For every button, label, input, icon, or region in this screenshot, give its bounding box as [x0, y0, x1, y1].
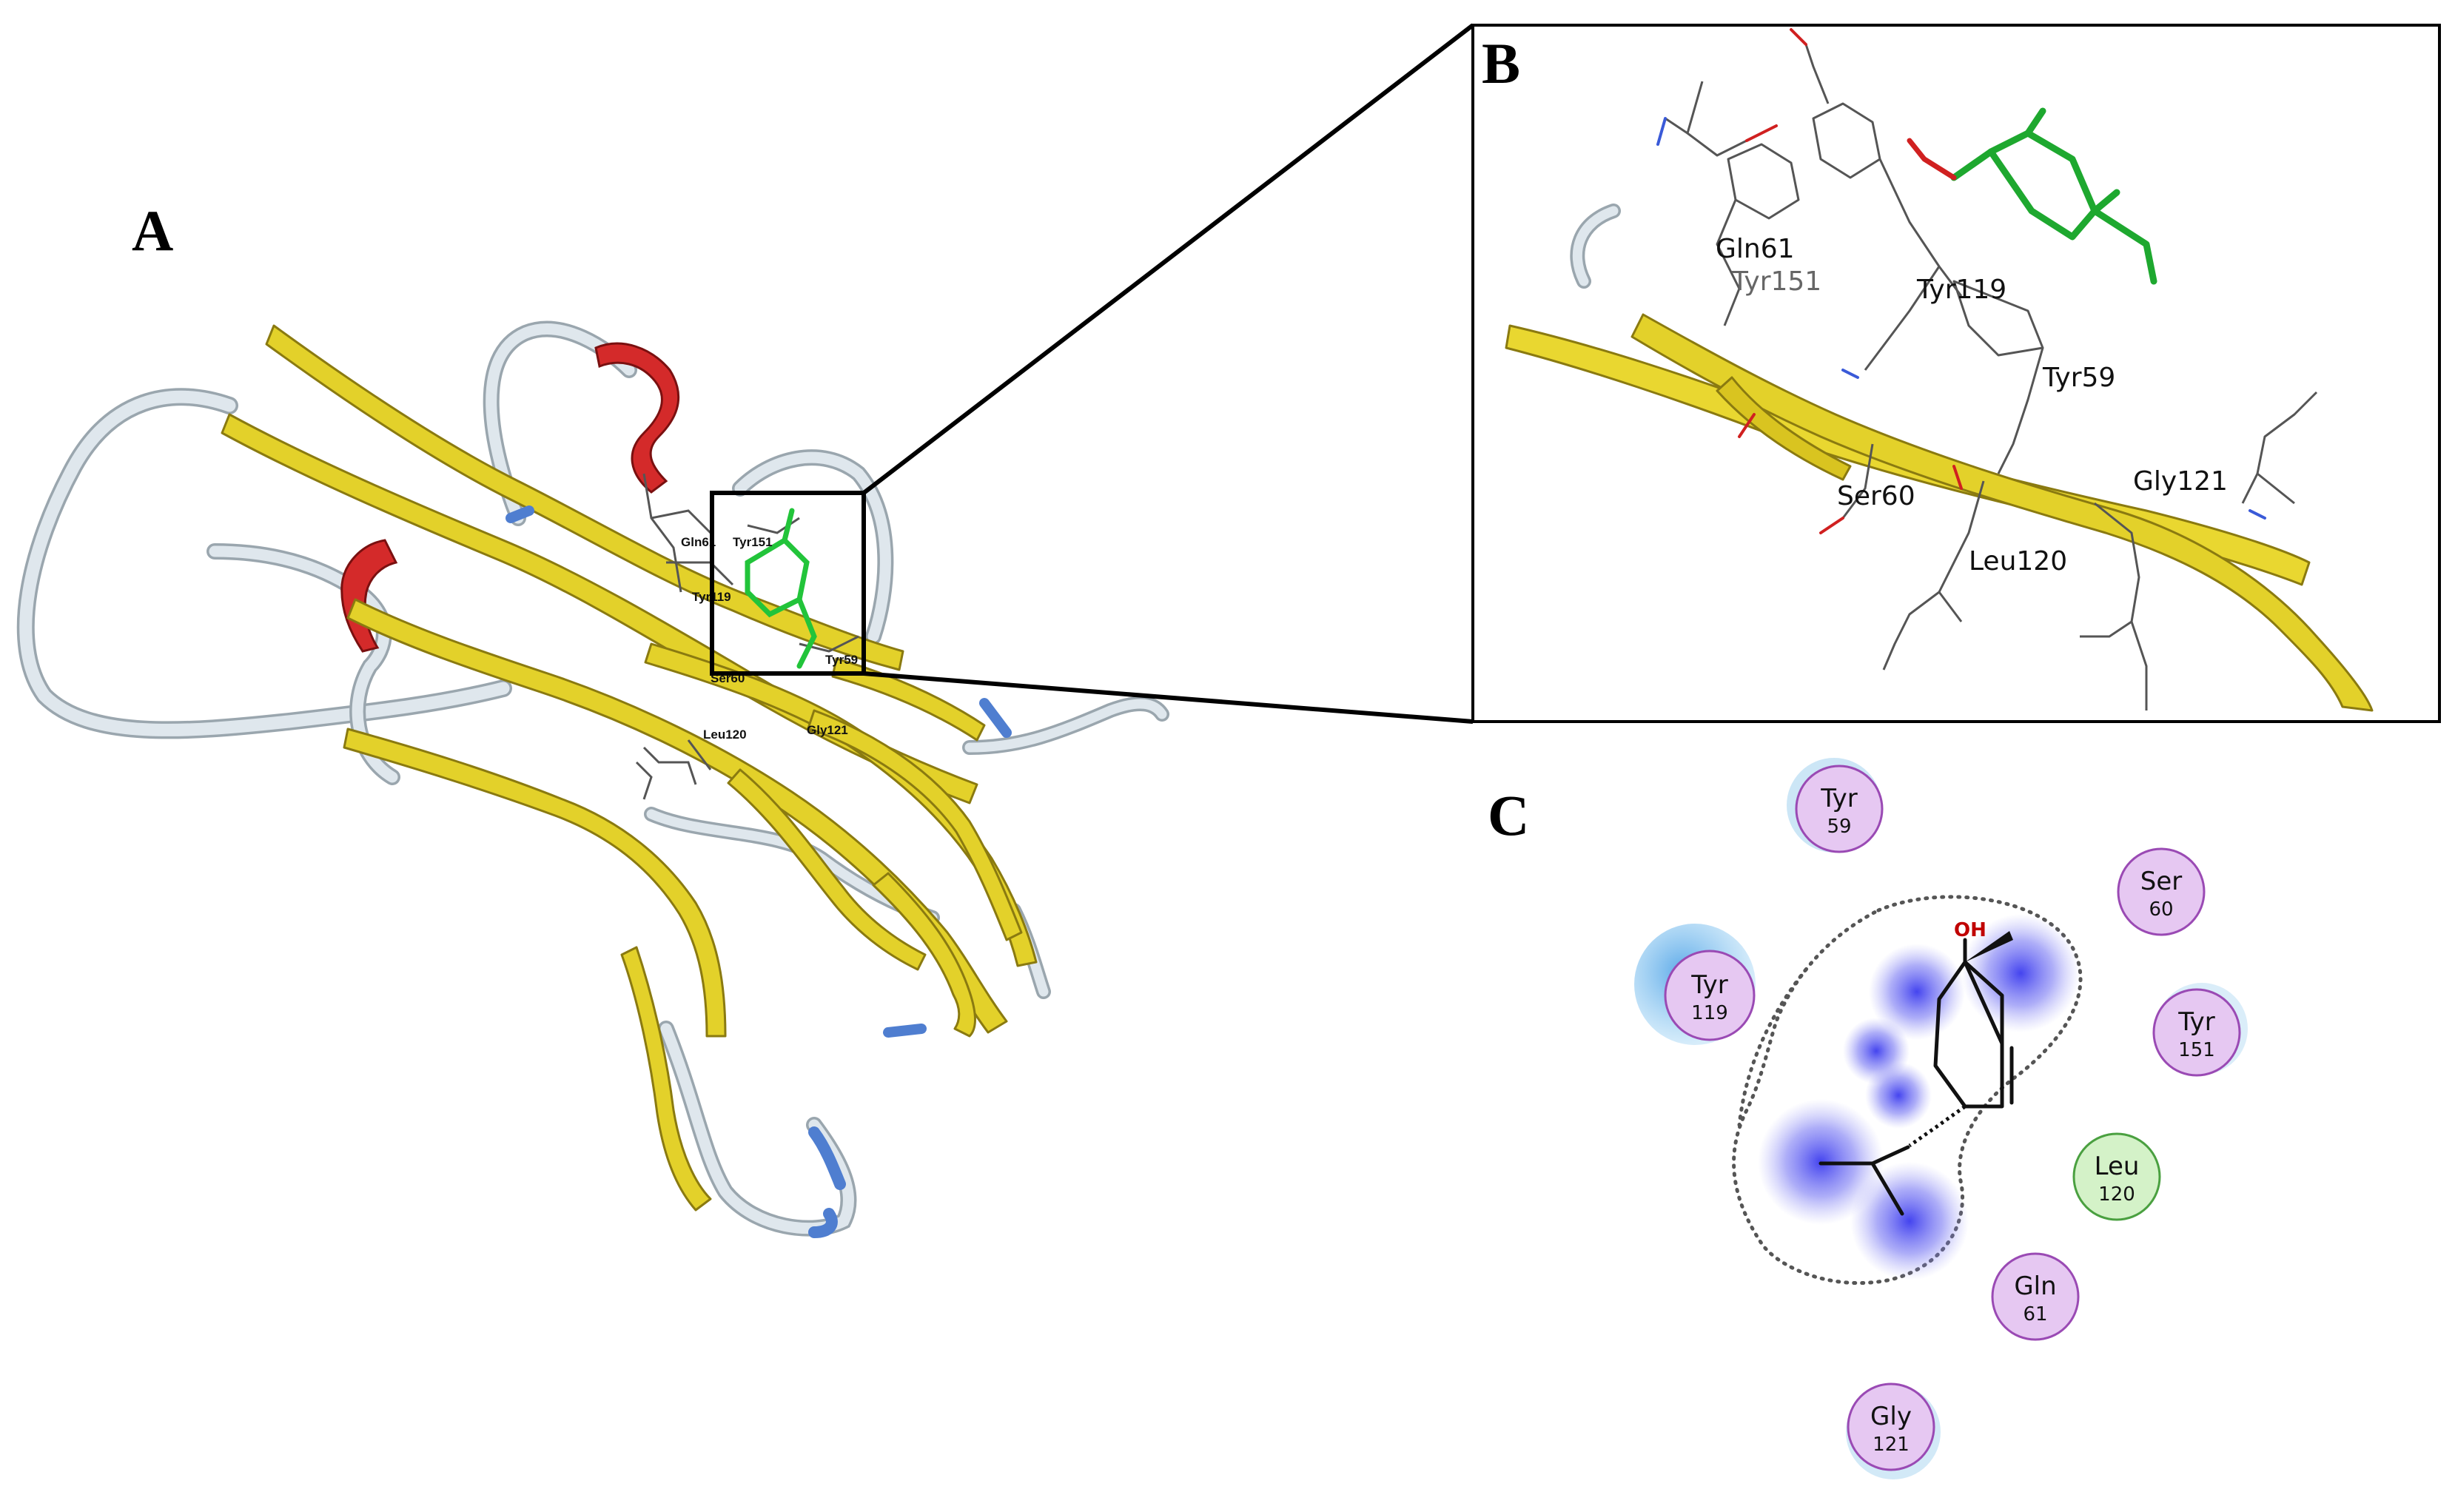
- panel-a: A: [16, 198, 1169, 1238]
- beta-strands: [221, 324, 1038, 1212]
- panel-b-gly121-side: [2080, 502, 2140, 638]
- panel-b-label-gly121: Gly121: [2133, 466, 2228, 497]
- ligand-oh-label: OH: [1954, 919, 1986, 941]
- helix-top: [594, 342, 680, 494]
- residue-number: 151: [2178, 1039, 2215, 1061]
- residue-name: Ser: [2140, 867, 2183, 896]
- residue-number: 121: [1873, 1434, 1910, 1456]
- zoom-connectors: [862, 23, 1474, 724]
- residue-name: Gln: [2014, 1271, 2056, 1301]
- residue-number: 120: [2098, 1183, 2135, 1206]
- ligand-hash-bond: [1908, 1104, 1967, 1148]
- panel-b-ligand: [1950, 107, 2157, 285]
- residue-number: 61: [2023, 1303, 2047, 1325]
- panel-c-letter: C: [1488, 783, 1529, 847]
- panel-b: B: [1471, 24, 2441, 723]
- panel-a-label-gly121: Gly121: [807, 723, 848, 737]
- residue-gln-61: Gln 61: [1991, 1252, 2080, 1341]
- panel-b-ribbon: [1505, 204, 2374, 712]
- residue-number: 119: [1691, 1002, 1728, 1024]
- panel-b-label-leu120: Leu120: [1969, 546, 2067, 577]
- residue-disks: Tyr 59 Ser 60 Tyr 119 Tyr 151: [1634, 758, 2248, 1479]
- panel-b-label-tyr151: Tyr151: [1731, 266, 1821, 297]
- panel-a-sticks: [635, 473, 859, 800]
- helix-left: [340, 539, 398, 653]
- residue-tyr-151: Tyr 151: [2152, 983, 2248, 1077]
- residue-name: Leu: [2095, 1152, 2140, 1181]
- residue-number: 60: [2149, 898, 2173, 921]
- panel-a-zoom-box: [710, 491, 866, 676]
- panel-b-ligand-oh: [1907, 138, 1957, 181]
- panel-c: C OH: [1488, 758, 2248, 1479]
- strand-3: [346, 598, 1008, 1034]
- binding-pocket-outline-left: [1737, 967, 1808, 1127]
- alpha-helices: [340, 342, 680, 653]
- residue-name: Tyr: [2177, 1007, 2215, 1037]
- ligand-wedge-methyl: [1965, 931, 2013, 962]
- zoom-line-top: [862, 23, 1474, 495]
- panel-b-leu120-side: [1882, 480, 1985, 671]
- panel-a-ligand: [745, 508, 817, 669]
- ligand-isopropyl: [1818, 1145, 1910, 1216]
- panel-b-label-tyr59: Tyr59: [2042, 363, 2115, 393]
- panel-b-label-tyr119: Tyr119: [1916, 275, 2006, 305]
- panel-b-label-gln61: Gln61: [1716, 234, 1795, 264]
- strand-9: [727, 768, 927, 971]
- zoom-line-bottom: [863, 671, 1474, 724]
- panel-b-strand-fold: [1716, 376, 1852, 481]
- residue-name: Tyr: [1820, 784, 1858, 813]
- residue-tyr-119: Tyr 119: [1634, 924, 1756, 1045]
- strand-7: [807, 709, 1023, 941]
- residue-name: Gly: [1870, 1402, 1912, 1431]
- residue-name: Tyr: [1690, 970, 1728, 1000]
- residue-leu-120: Leu 120: [2072, 1132, 2161, 1221]
- panel-a-letter: A: [132, 198, 173, 263]
- coil-loops: [16, 320, 1169, 1238]
- residue-gly-121: Gly 121: [1846, 1382, 1941, 1479]
- residue-ser-60: Ser 60: [2117, 847, 2206, 936]
- residue-tyr-59: Tyr 59: [1787, 758, 1884, 853]
- strand-1: [265, 324, 904, 671]
- panel-a-label-gln61: Gln61: [681, 535, 716, 549]
- panel-b-letter: B: [1482, 31, 1520, 95]
- ligand-c1-ring-bond: [1963, 960, 2004, 1046]
- coil-blue-segments: [506, 505, 1012, 1038]
- panel-b-residue-labels: Gln61 Tyr151 Tyr119 Tyr59 Ser60 Leu120 G…: [1716, 234, 2228, 577]
- strand-4: [343, 728, 727, 1038]
- panel-a-label-leu120: Leu120: [703, 728, 747, 742]
- binding-pocket-outline: [1732, 895, 2083, 1286]
- strand-10: [872, 872, 976, 1038]
- panel-b-strand-lower: [1630, 313, 2374, 712]
- panel-a-label-tyr59: Tyr59: [825, 653, 858, 667]
- panel-a-label-tyr151: Tyr151: [733, 535, 773, 549]
- panel-b-label-ser60: Ser60: [1837, 481, 1915, 511]
- residue-number: 59: [1827, 816, 1851, 838]
- strand-5: [620, 946, 712, 1212]
